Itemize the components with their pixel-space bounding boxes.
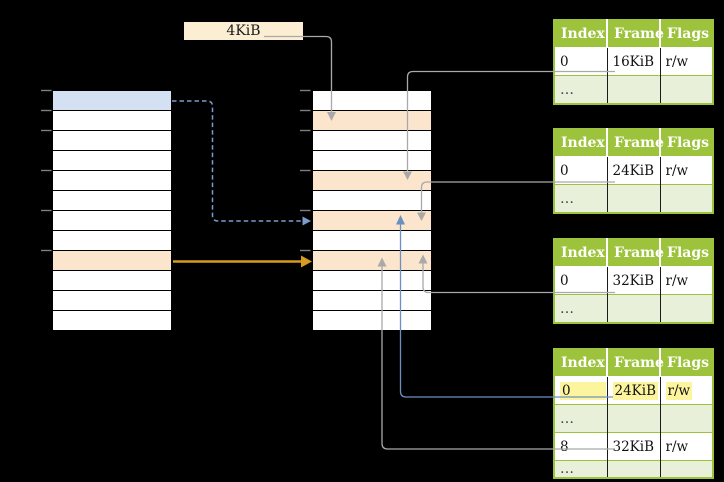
column-header: Flags [660, 129, 713, 157]
table-cell: … [554, 404, 608, 433]
table-cell: 0 [554, 156, 608, 185]
table-cell: 8 [554, 432, 608, 461]
left-column-tick-marks [41, 89, 52, 252]
table-cell: r/w [660, 266, 713, 295]
memory-row [53, 91, 171, 111]
memory-row [313, 251, 431, 271]
table-cell [607, 460, 661, 478]
table-cell: 0 [554, 376, 608, 405]
table-row: … [554, 75, 713, 104]
memory-row [313, 211, 431, 231]
column-header: Frame [607, 129, 664, 157]
table-cell: r/w [660, 432, 713, 461]
table-cell: 0 [554, 266, 608, 295]
table-cell [607, 404, 661, 433]
column-header: Flags [660, 239, 713, 267]
table-row: … [554, 460, 713, 478]
memory-row [53, 311, 171, 330]
table-cell [660, 460, 713, 478]
table-cell [607, 184, 661, 213]
memory-row [313, 311, 431, 330]
table-cell: … [554, 75, 608, 104]
memory-row [313, 111, 431, 131]
memory-row [53, 131, 171, 151]
column-header: Frame [607, 349, 664, 377]
column-header: Flags [660, 20, 713, 48]
memory-row [313, 291, 431, 311]
memory-row [53, 211, 171, 231]
memory-row [313, 151, 431, 171]
column-header: Frame [607, 20, 664, 48]
table-cell [660, 184, 713, 213]
memory-row [53, 251, 171, 271]
memory-row [53, 191, 171, 211]
table-cell: r/w [660, 47, 713, 76]
table-cell [607, 75, 661, 104]
column-header: Index [554, 129, 608, 157]
memory-row [313, 231, 431, 251]
table-cell: … [554, 294, 608, 323]
memory-row [53, 171, 171, 191]
column-header: Index [554, 349, 608, 377]
table-row: … [554, 294, 713, 323]
memory-row [313, 271, 431, 291]
table-cell [660, 294, 713, 323]
table-cell: 24KiB [607, 376, 661, 405]
table-cell: 16KiB [607, 47, 661, 76]
table-cell [660, 404, 713, 433]
virtual-address-column [52, 90, 172, 331]
memory-row [53, 271, 171, 291]
memory-row [53, 231, 171, 251]
page-size-label: 4KiB [184, 22, 303, 40]
table-cell: 32KiB [607, 432, 661, 461]
arrow-right-icon [301, 255, 312, 268]
memory-row [313, 131, 431, 151]
memory-row [313, 171, 431, 191]
page-table-column [312, 90, 432, 331]
memory-row [53, 291, 171, 311]
arrow-right-icon [302, 216, 311, 226]
table-row: … [554, 184, 713, 213]
table-cell: r/w [660, 156, 713, 185]
arrow-virtual-row1-to-pagetable [172, 100, 311, 226]
table-cell: 32KiB [607, 266, 661, 295]
column-header: Flags [660, 349, 713, 377]
middle-column-tick-marks [300, 89, 311, 252]
table-cell [607, 294, 661, 323]
table-row: … [554, 404, 713, 433]
table-cell: … [554, 460, 608, 478]
memory-row [53, 151, 171, 171]
table-cell [660, 75, 713, 104]
memory-row [313, 91, 431, 111]
table-cell: r/w [660, 376, 713, 405]
memory-row [53, 111, 171, 131]
column-header: Index [554, 20, 608, 48]
memory-row [313, 191, 431, 211]
column-header: Index [554, 239, 608, 267]
table-cell: 0 [554, 47, 608, 76]
table-cell: … [554, 184, 608, 213]
column-header: Frame [607, 239, 664, 267]
arrow-virtual-row9-to-pagetable [173, 255, 312, 268]
table-cell: 24KiB [607, 156, 661, 185]
